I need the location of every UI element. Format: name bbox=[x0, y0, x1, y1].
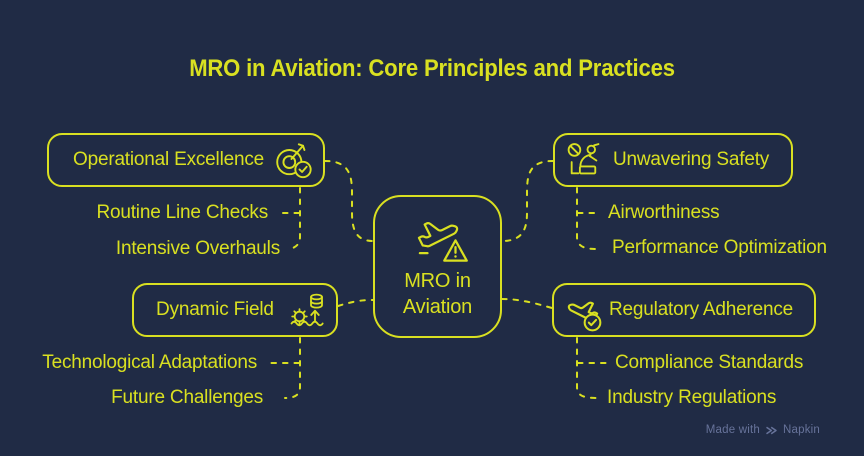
leaf-future-challenges: Future Challenges bbox=[111, 387, 263, 408]
leaf-compliance-standards: Compliance Standards bbox=[615, 352, 804, 373]
target-check-icon bbox=[273, 141, 313, 179]
plane-check-icon bbox=[566, 295, 602, 332]
leaf-routine-line-checks: Routine Line Checks bbox=[96, 202, 268, 223]
subline-regulatory bbox=[576, 337, 598, 399]
branch-label-unwavering-safety: Unwavering Safety bbox=[613, 149, 770, 170]
safety-worker-icon bbox=[566, 141, 603, 180]
gear-data-wave-icon bbox=[288, 290, 328, 330]
made-with-napkin: Made with Napkin bbox=[706, 424, 820, 436]
branch-node-regulatory-adherence: Regulatory Adherence bbox=[552, 283, 816, 337]
leaf-intensive-overhauls: Intensive Overhauls bbox=[115, 238, 280, 259]
subline-operational bbox=[286, 187, 301, 250]
connector-center-safety bbox=[501, 160, 554, 242]
made-with-text: Made with bbox=[705, 424, 760, 436]
branch-label-regulatory-adherence: Regulatory Adherence bbox=[609, 299, 794, 320]
branch-label-operational-excellence: Operational Excellence bbox=[73, 149, 264, 170]
branch-node-unwavering-safety: Unwavering Safety bbox=[553, 133, 793, 187]
napkin-logo-icon bbox=[765, 425, 778, 436]
connector-center-dynamic bbox=[337, 299, 374, 307]
subline-safety bbox=[576, 187, 597, 250]
leaf-airworthiness: Airworthiness bbox=[608, 202, 720, 223]
connector-center-operational bbox=[324, 160, 374, 242]
center-node-mro-in-aviation: MRO in Aviation bbox=[373, 195, 502, 338]
center-node-label: MRO in Aviation bbox=[402, 270, 473, 318]
branch-node-dynamic-field: Dynamic Field bbox=[132, 283, 338, 337]
branch-node-operational-excellence: Operational Excellence bbox=[47, 133, 325, 187]
brand-text: Napkin bbox=[783, 424, 820, 436]
leaf-industry-regulations: Industry Regulations bbox=[607, 387, 777, 408]
leaf-technological-adaptations: Technological Adaptations bbox=[42, 352, 257, 373]
plane-warning-icon bbox=[415, 213, 468, 262]
branch-label-dynamic-field: Dynamic Field bbox=[156, 299, 274, 320]
diagram-title: MRO in Aviation: Core Principles and Pra… bbox=[189, 55, 675, 82]
subline-dynamic bbox=[284, 337, 301, 399]
leaf-performance-optimization: Performance Optimization bbox=[612, 237, 827, 258]
connector-center-regulatory bbox=[501, 298, 553, 309]
